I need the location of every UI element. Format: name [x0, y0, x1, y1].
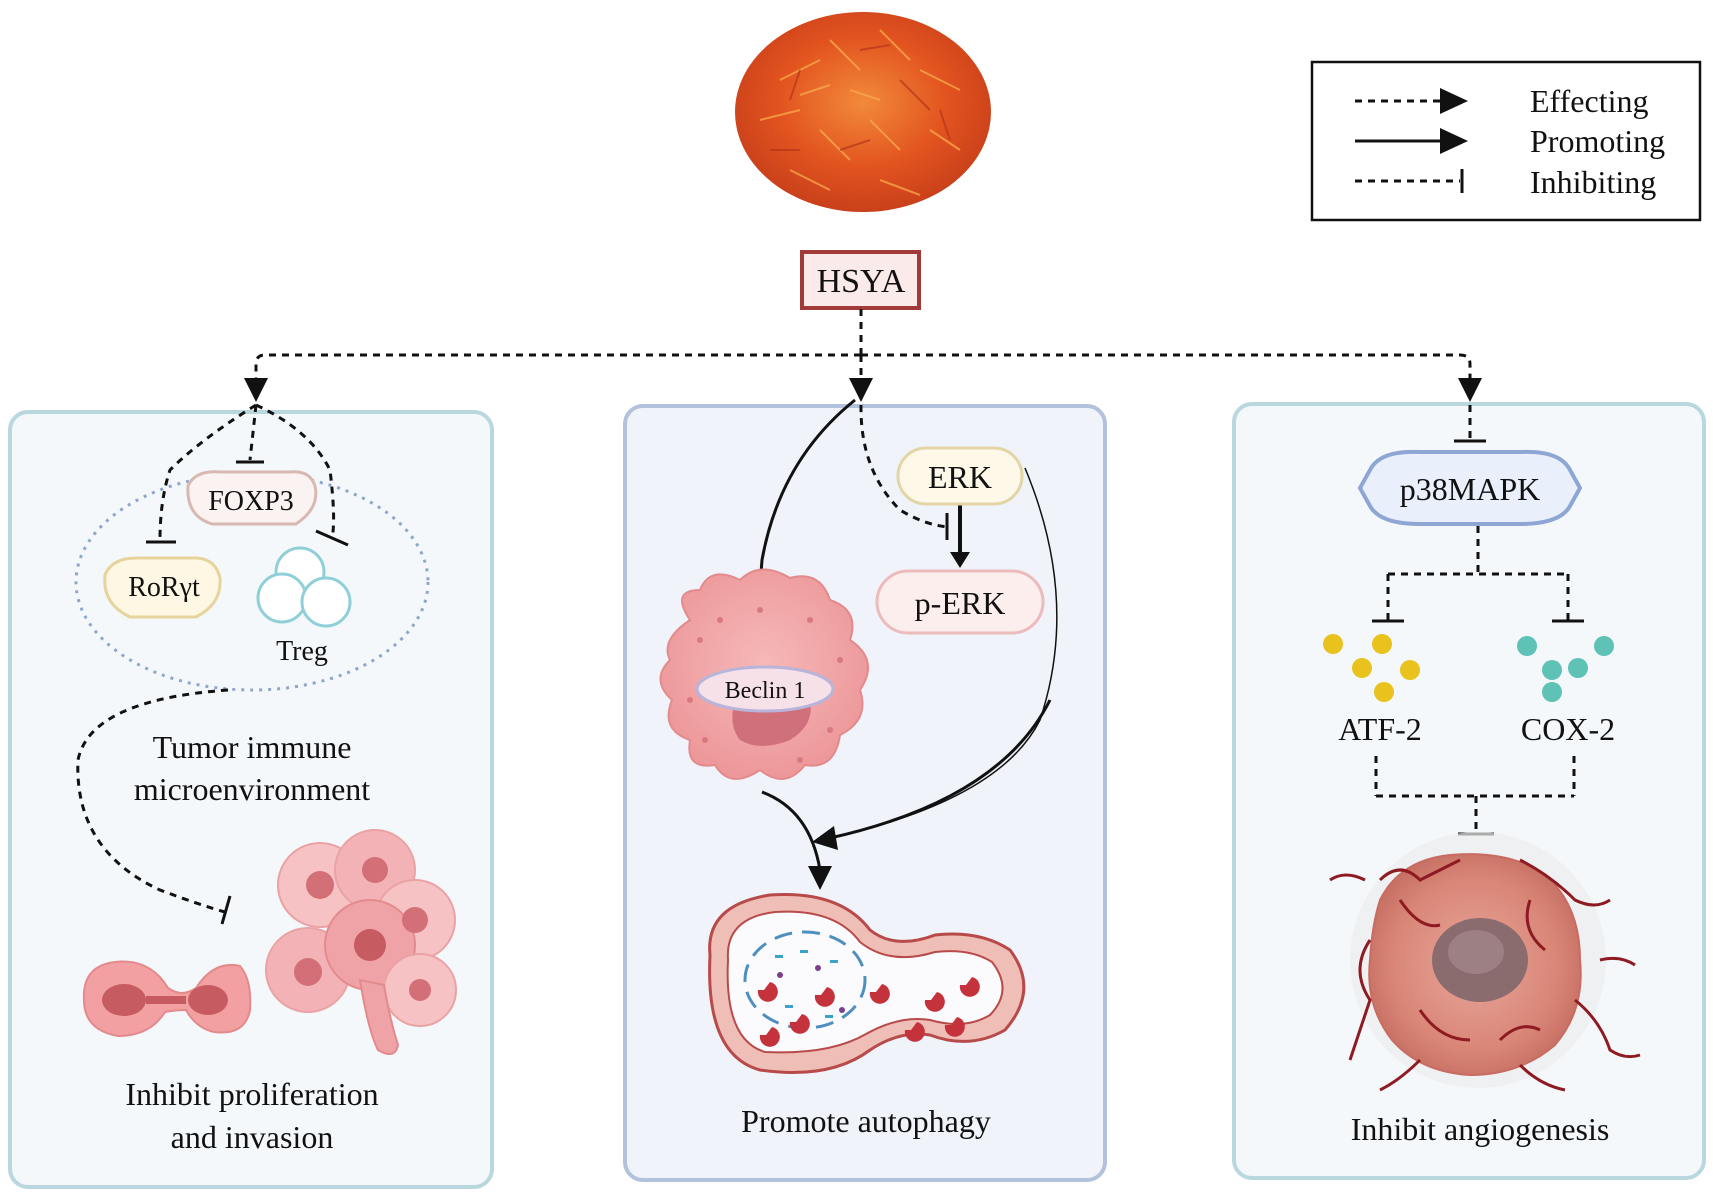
erk-node — [896, 446, 1024, 506]
hsya-label: HSYA — [817, 263, 906, 300]
treg-label: Treg — [276, 636, 328, 667]
panel-autophagy — [623, 404, 1107, 1182]
right-panel-content: p38MAPK ATF-2 COX-2 — [1323, 405, 1641, 1147]
inhibit-angiogenesis-caption: Inhibit angiogenesis — [1351, 1111, 1610, 1147]
top-connectors — [244, 309, 1482, 402]
p-erk-node — [875, 569, 1045, 635]
foxp3-shape — [186, 470, 318, 526]
p-erk-label: p-ERK — [915, 585, 1006, 621]
atf2-molecules-icon — [1323, 634, 1420, 702]
beclin-label: Beclin 1 — [725, 678, 806, 704]
foxp3-label: FOXP3 — [208, 486, 294, 517]
invasive-cells-icon — [265, 829, 457, 1055]
roryt-label: RoRγt — [128, 572, 200, 603]
tumor-immune-caption-2: microenvironment — [134, 771, 370, 807]
autophagosome-icon — [708, 892, 1026, 1074]
cox2-molecules-icon — [1517, 636, 1614, 702]
tumor-angiogenesis-icon — [1329, 832, 1641, 1092]
hsya-node: HSYA — [800, 250, 921, 310]
p38mapk-node — [1357, 449, 1583, 526]
inhibit-proliferation-caption-2: and invasion — [171, 1119, 334, 1155]
safflower-image — [735, 12, 991, 212]
atf2-label: ATF-2 — [1338, 711, 1422, 747]
legend: Effecting Promoting Inhibiting — [1310, 60, 1702, 222]
middle-panel-content: ERK p-ERK Beclin 1 — [659, 398, 1058, 1139]
promote-autophagy-caption: Promote autophagy — [741, 1103, 991, 1139]
roryt-shape — [103, 556, 222, 619]
legend-effecting: Effecting — [1530, 83, 1648, 119]
tumor-immune-caption-1: Tumor immune — [153, 729, 352, 765]
treg-cell-icon — [256, 546, 352, 628]
legend-promoting: Promoting — [1530, 123, 1665, 159]
cox2-label: COX-2 — [1521, 711, 1615, 747]
dividing-cell-icon — [82, 960, 252, 1038]
legend-inhibiting: Inhibiting — [1530, 164, 1656, 200]
beclin-node — [695, 665, 835, 713]
erk-label: ERK — [928, 459, 992, 495]
inhibit-proliferation-caption-1: Inhibit proliferation — [125, 1076, 378, 1112]
left-panel-content: FOXP3 RoRγt Treg Tumor immune microenvir… — [74, 403, 457, 1155]
p38mapk-label: p38MAPK — [1400, 471, 1540, 507]
